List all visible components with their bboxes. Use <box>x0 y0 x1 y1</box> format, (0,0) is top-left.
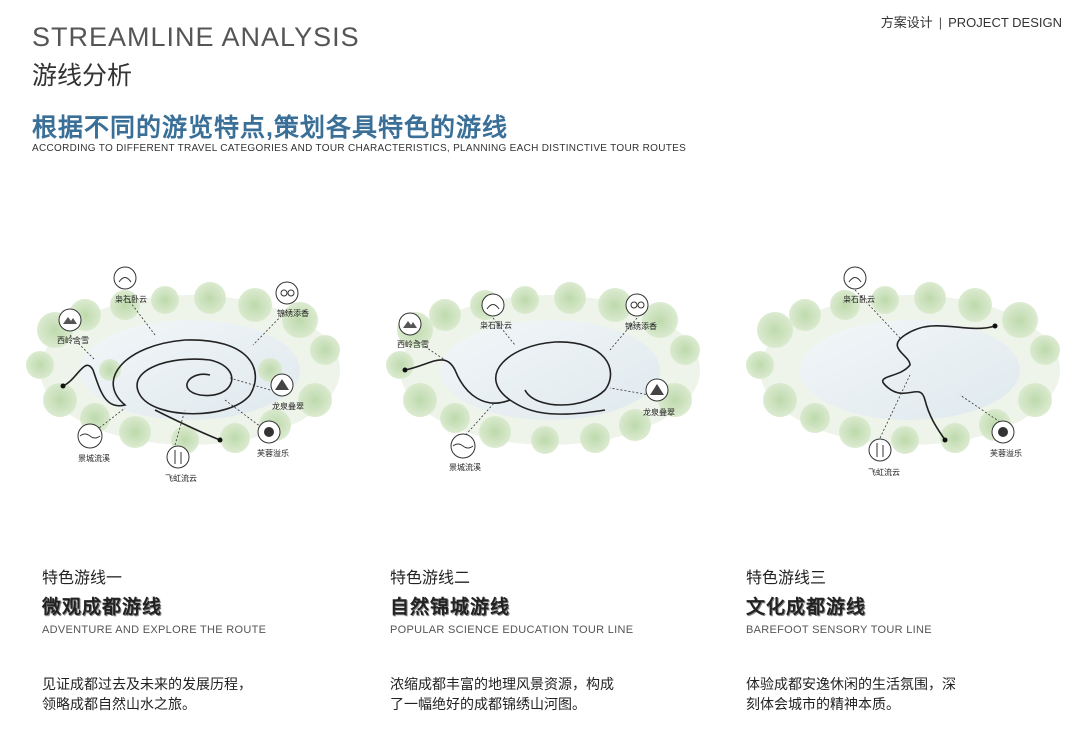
poi-label: 景城流溪 <box>449 462 481 472</box>
brand-label: 方案设计 | PROJECT DESIGN <box>881 12 1062 31</box>
route-card-2: 特色游线二 自然锦城游线 POPULAR SCIENCE EDUCATION T… <box>390 564 710 714</box>
peak-icon <box>645 378 669 402</box>
route-map-2: 枭石卧云 锦绣添香 西岭含雪 龙泉叠翠 景城流溪 <box>386 282 700 472</box>
poi-label: 枭石卧云 <box>843 294 875 304</box>
sun-icon <box>991 420 1015 444</box>
poi-label: 飞虹流云 <box>868 467 900 477</box>
sun-icon <box>257 420 281 444</box>
route-label: 特色游线三 <box>746 570 827 587</box>
park-background <box>26 282 340 454</box>
route-line-3 <box>881 324 996 441</box>
route-name: 文化成都游线 <box>746 597 867 618</box>
poi-label: 景城流溪 <box>78 453 110 463</box>
route-line-2 <box>404 341 612 415</box>
poi-icons <box>843 266 1015 462</box>
bridge-icon <box>166 445 190 469</box>
poi-label: 西岭含雪 <box>57 335 89 345</box>
poi-label: 锦绣添香 <box>277 308 309 318</box>
flower-icon <box>625 293 649 317</box>
poi-label: 芙蓉溢乐 <box>257 448 289 458</box>
route-name: 微观成都游线 <box>42 597 163 618</box>
route-card-3: 特色游线三 文化成都游线 BAREFOOT SENSORY TOUR LINE … <box>746 564 1066 714</box>
route-map-1: 枭石卧云 锦绣添香 西岭含雪 龙泉叠翠 景城流溪 芙蓉溢乐 飞虹流云 <box>26 266 340 483</box>
route-label: 特色游线一 <box>42 570 123 587</box>
poi-label: 龙泉叠翠 <box>643 407 675 417</box>
brand-separator: | <box>938 15 943 30</box>
poi-label: 飞虹流云 <box>165 473 197 483</box>
route-name-en: ADVENTURE AND EXPLORE THE ROUTE <box>42 624 267 636</box>
route-name: 自然锦城游线 <box>390 597 511 618</box>
route-description: 体验成都安逸休闲的生活氛围，深 刻体会城市的精神本质。 <box>746 676 956 712</box>
page-title-cn: 游线分析 <box>32 62 133 90</box>
poi-icons <box>58 266 299 469</box>
subline: ACCORDING TO DIFFERENT TRAVEL CATEGORIES… <box>32 143 687 154</box>
route-line-1 <box>62 339 257 441</box>
poi-label: 西岭含雪 <box>397 339 429 349</box>
peak-icon <box>270 373 294 397</box>
route-map-3: 枭石卧云 飞虹流云 芙蓉溢乐 <box>746 266 1060 477</box>
poi-label: 枭石卧云 <box>115 294 147 304</box>
route-description: 浓缩成都丰富的地理风景资源，构成 了一幅绝好的成都锦绣山河图。 <box>390 676 614 712</box>
route-card-1: 特色游线一 微观成都游线 ADVENTURE AND EXPLORE THE R… <box>42 564 362 714</box>
brand-en: PROJECT DESIGN <box>948 15 1062 30</box>
mountain-icon <box>398 312 422 336</box>
flower-icon <box>275 281 299 305</box>
poi-label: 枭石卧云 <box>480 320 512 330</box>
route-name-en: BAREFOOT SENSORY TOUR LINE <box>746 624 932 636</box>
poi-icons <box>398 293 669 459</box>
park-background <box>386 282 700 454</box>
wave-icon <box>450 433 476 459</box>
rock-cloud-icon <box>113 266 137 290</box>
mountain-icon <box>58 308 82 332</box>
page-title-en: STREAMLINE ANALYSIS <box>32 22 360 52</box>
bridge-icon <box>868 438 892 462</box>
headline: 根据不同的游览特点,策划各具特色的游线 <box>32 114 508 142</box>
poi-label: 锦绣添香 <box>625 321 657 331</box>
rock-cloud-icon <box>843 266 867 290</box>
route-label: 特色游线二 <box>390 570 471 587</box>
park-background <box>746 282 1060 454</box>
route-name-en: POPULAR SCIENCE EDUCATION TOUR LINE <box>390 624 634 636</box>
brand-cn: 方案设计 <box>880 15 933 30</box>
wave-icon <box>77 423 103 449</box>
poi-label: 龙泉叠翠 <box>272 401 304 411</box>
rock-cloud-icon <box>481 293 505 317</box>
route-description: 见证成都过去及未来的发展历程， 领略成都自然山水之旅。 <box>42 676 252 712</box>
poi-label: 芙蓉溢乐 <box>990 448 1022 458</box>
